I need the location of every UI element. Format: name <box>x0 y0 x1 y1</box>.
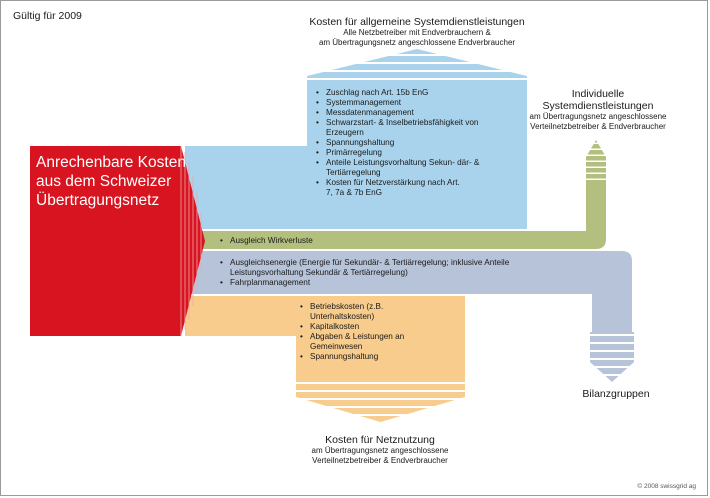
list-item: Messdatenmanagement <box>316 108 516 118</box>
source-block <box>30 146 205 336</box>
list-item: Zuschlag nach Art. 15b EnG <box>316 88 516 98</box>
validity-label: Gültig für 2009 <box>13 10 82 22</box>
list-item: Abgaben & Leistungen an Gemeinwesen <box>300 332 440 352</box>
grid-usage-subtitle-2: Verteilnetzbetreiber & Endverbraucher <box>312 456 448 465</box>
list-item: Betriebskosten (z.B. Unterhaltskosten) <box>300 302 440 322</box>
individual-services-flow <box>185 140 606 249</box>
individual-services-subtitle-2: Verteilnetzbetreiber & Endverbraucher <box>530 122 666 131</box>
list-item: Ausgleich Wirkverluste <box>220 236 520 246</box>
grid-usage-title: Kosten für Netznutzung am Übertragungsne… <box>280 434 480 466</box>
individual-services-heading-1: Individuelle <box>571 88 625 100</box>
grid-usage-subtitle-1: am Übertragungsnetz angeschlossene <box>311 446 449 455</box>
system-services-subtitle-2: am Übertragungsnetz angeschlossene Endve… <box>318 38 516 47</box>
individual-services-subtitle-1: am Übertragungsnetz angeschlossene <box>529 112 667 121</box>
grid-usage-heading: Kosten für Netznutzung <box>325 434 435 446</box>
system-services-subtitle-1: Alle Netzbetreiber mit Endverbrauchern & <box>343 28 491 37</box>
individual-services-list: Ausgleich Wirkverluste <box>220 236 520 246</box>
list-item: Spannungshaltung <box>300 352 440 362</box>
list-item: Kapitalkosten <box>300 322 440 332</box>
list-item: Spannungshaltung <box>316 138 516 148</box>
system-services-title: Kosten für allgemeine Systemdienstleistu… <box>272 16 562 48</box>
balance-groups-title: Bilanzgruppen <box>582 388 650 400</box>
list-item: Ausgleichsenergie (Energie für Sekundär-… <box>220 258 520 278</box>
list-item: Schwarzstart- & Inselbetriebsfähigkeit v… <box>316 118 496 138</box>
grid-usage-list: Betriebskosten (z.B. Unterhaltskosten) K… <box>300 302 440 362</box>
individual-services-heading-2: Systemdienstleistungen <box>542 100 654 112</box>
list-item: Fahrplanmanagement <box>220 278 520 288</box>
system-services-list: Zuschlag nach Art. 15b EnG Systemmanagem… <box>316 88 516 198</box>
source-label: Anrechenbare Kosten aus dem Schweizer Üb… <box>36 154 186 209</box>
system-services-heading: Kosten für allgemeine Systemdienstleistu… <box>309 16 525 28</box>
list-item: Systemmanagement <box>316 98 516 108</box>
list-item: Anteile Leistungsvorhaltung Sekun- där- … <box>316 158 496 178</box>
copyright: © 2008 swissgrid ag <box>637 483 696 490</box>
individual-services-title: Individuelle Systemdienstleistungen am Ü… <box>508 88 688 132</box>
list-item: Kosten für Netzverstärkung nach Art. 7, … <box>316 178 466 198</box>
list-item: Primärregelung <box>316 148 516 158</box>
balance-groups-list: Ausgleichsenergie (Energie für Sekundär-… <box>220 258 520 288</box>
